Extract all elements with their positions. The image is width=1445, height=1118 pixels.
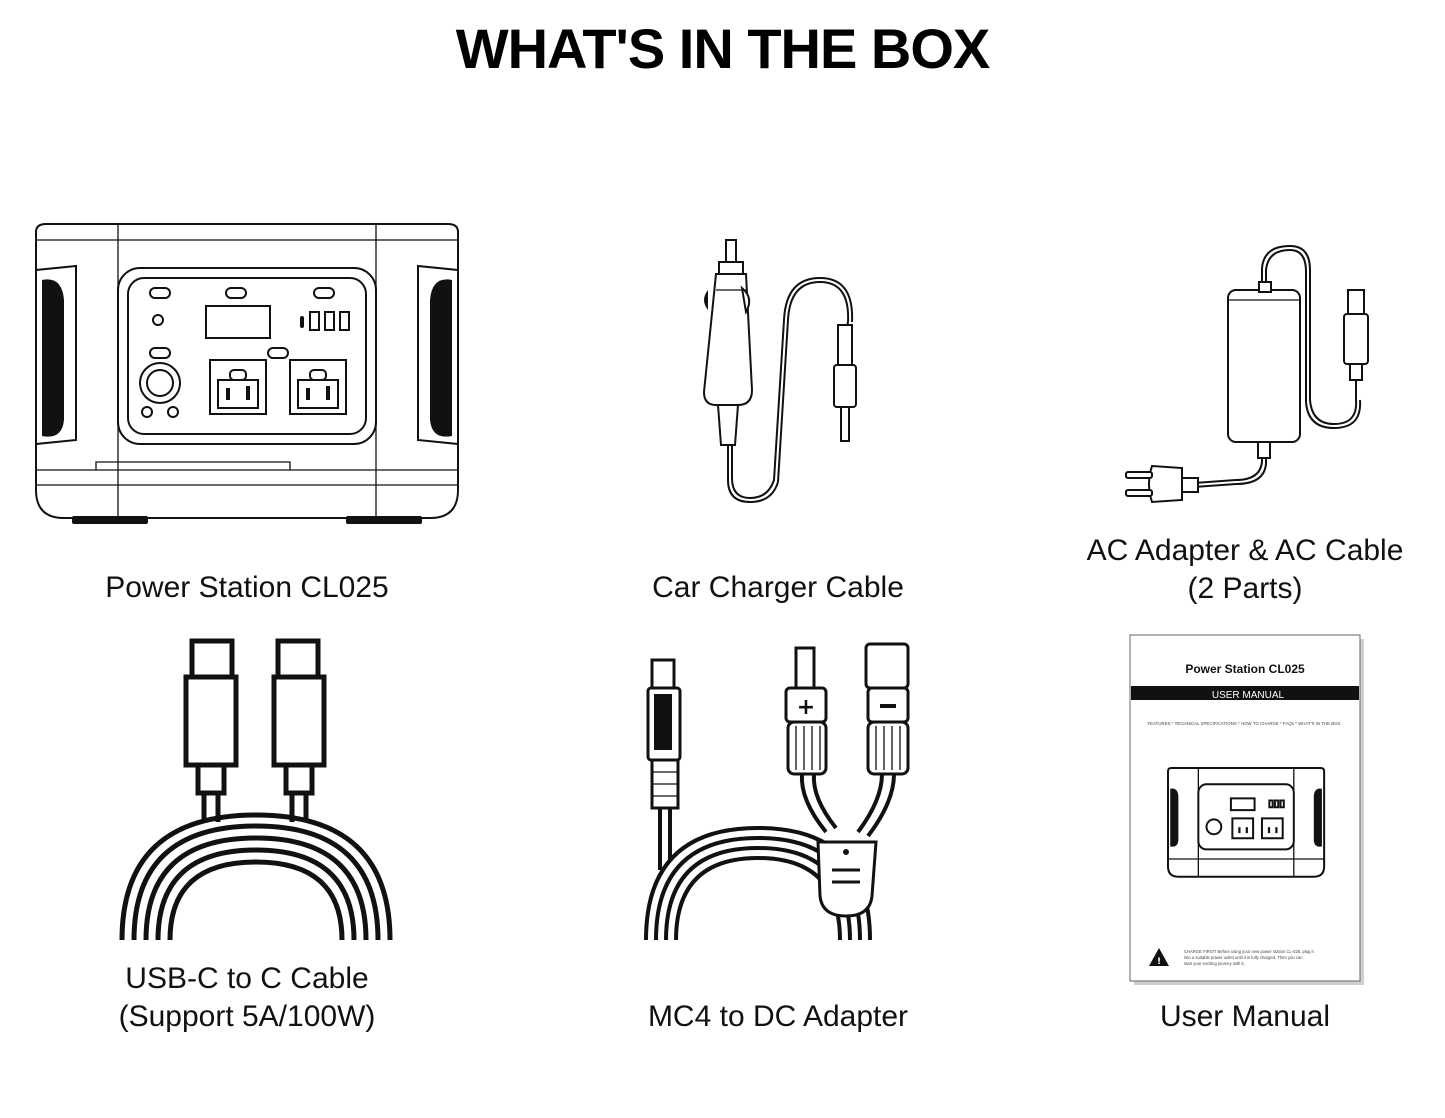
manual-banner: USER MANUAL xyxy=(1212,690,1285,701)
ac-adapter-label: AC Adapter & AC Cable (2 Parts) xyxy=(1086,534,1404,605)
manual-contents: FEATURES * TECHNICAL SPECIFICATIONS * HO… xyxy=(1147,721,1340,726)
manual-warning-line-1: CHARGE FIRST! Before using your new powe… xyxy=(1184,949,1314,954)
svg-text:!: ! xyxy=(1157,957,1161,967)
power-station-label: Power Station CL025 xyxy=(105,571,389,604)
manual-warning-line-2: into a suitable power outlet until it is… xyxy=(1184,955,1303,960)
mc4-label: MC4 to DC Adapter xyxy=(647,1000,909,1033)
manual-product-title: Power Station CL025 xyxy=(1185,662,1305,676)
manual-label: User Manual xyxy=(1159,1000,1331,1033)
manual-warning-line-3: start your exciting journey with it. xyxy=(1184,961,1245,966)
car-charger-label: Car Charger Cable xyxy=(652,571,904,604)
svg-text:+: + xyxy=(797,695,815,720)
page-title: WHAT'S IN THE BOX xyxy=(455,17,990,80)
usb-c-label: USB-C to C Cable (Support 5A/100W) xyxy=(118,962,376,1033)
warning-icon xyxy=(1149,948,1169,966)
